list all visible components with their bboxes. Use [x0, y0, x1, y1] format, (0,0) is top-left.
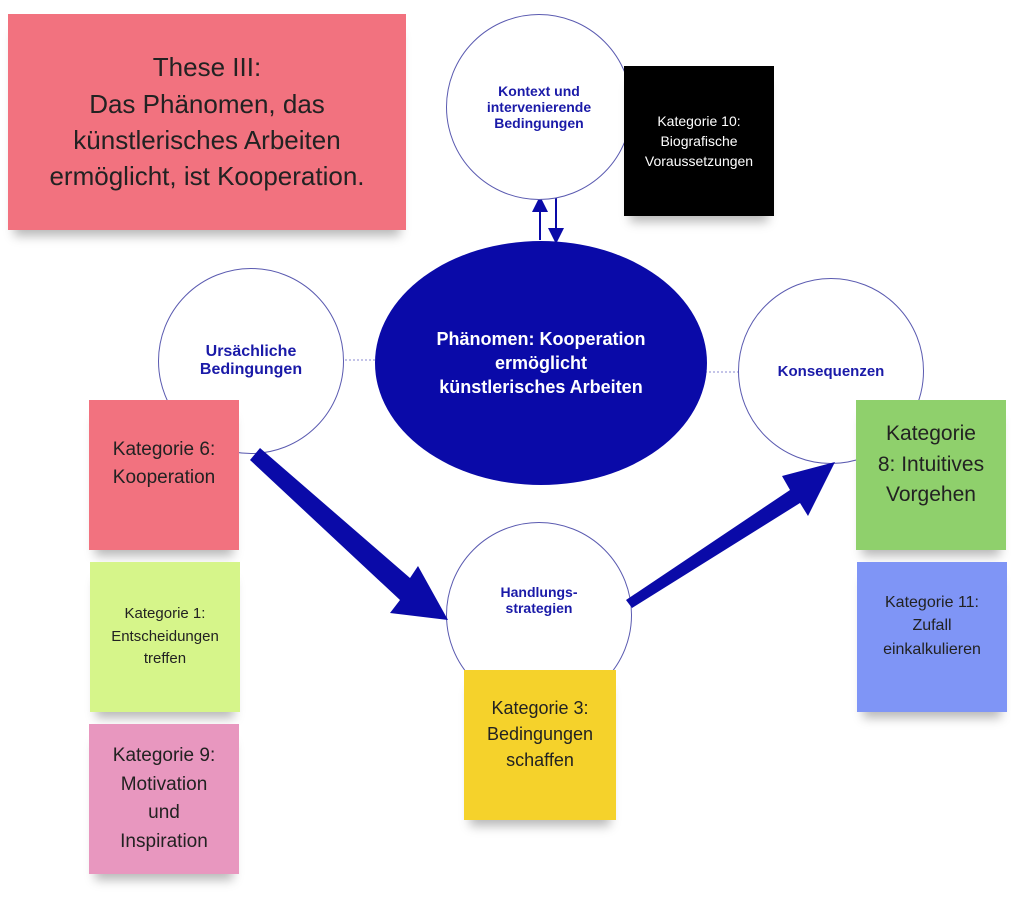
phenomenon-label: Phänomen: Kooperation ermöglicht künstle…	[436, 328, 646, 398]
note-kategorie-10: Kategorie 10: Biografische Voraussetzung…	[624, 66, 774, 216]
big-arrow-strategies-to-consequences	[626, 462, 835, 608]
thesis-note: These III: Das Phänomen, das künstlerisc…	[8, 14, 406, 230]
note-kategorie-11-text: Kategorie 11: Zufall einkalkulieren	[883, 594, 981, 658]
note-kategorie-1-text: Kategorie 1: Entscheidungen treffen	[111, 605, 219, 668]
phenomenon-ellipse	[375, 241, 707, 485]
big-arrow-causal-to-strategies	[250, 448, 448, 620]
circle-context-label: Kontext und intervenierende Bedingungen	[486, 83, 592, 131]
circle-context: Kontext und intervenierende Bedingungen	[446, 14, 632, 200]
note-kategorie-10-text: Kategorie 10: Biografische Voraussetzung…	[644, 112, 754, 170]
note-kategorie-1: Kategorie 1: Entscheidungen treffen	[90, 562, 240, 712]
note-kategorie-9: Kategorie 9: Motivation und Inspiration	[89, 724, 239, 874]
note-kategorie-8-text: Kategorie 8: Intuitives Vorgehen	[877, 422, 985, 507]
circle-consequences-label: Konsequenzen	[777, 362, 885, 380]
circle-action-strategies-label: Handlungs- strategien	[500, 584, 578, 616]
circle-causal-conditions-label: Ursächliche Bedingungen	[199, 343, 303, 378]
note-kategorie-3-text: Kategorie 3: Bedingungen schaffen	[486, 697, 594, 771]
note-kategorie-6: Kategorie 6: Kooperation	[89, 400, 239, 550]
note-kategorie-3: Kategorie 3: Bedingungen schaffen	[464, 670, 616, 820]
thesis-text: These III: Das Phänomen, das künstlerisc…	[49, 52, 365, 192]
phenomenon-text-box: Phänomen: Kooperation ermöglicht künstle…	[380, 300, 702, 426]
note-kategorie-6-text: Kategorie 6: Kooperation	[112, 438, 216, 489]
note-kategorie-9-text: Kategorie 9: Motivation und Inspiration	[112, 745, 216, 852]
note-kategorie-8: Kategorie 8: Intuitives Vorgehen	[856, 400, 1006, 550]
note-kategorie-11: Kategorie 11: Zufall einkalkulieren	[857, 562, 1007, 712]
